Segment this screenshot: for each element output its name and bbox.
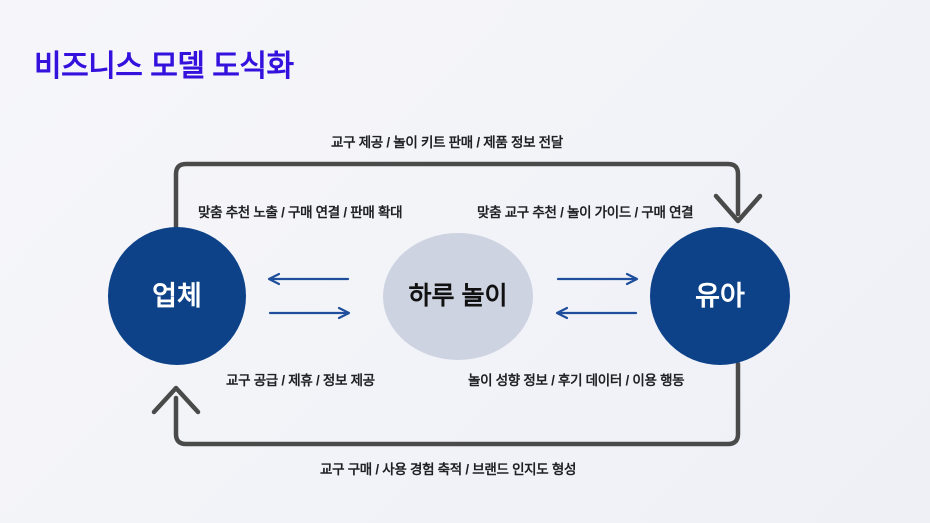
edge-label-lower-left: 교구 공급 / 제휴 / 정보 제공 bbox=[226, 373, 375, 388]
child-to-platform-arrow bbox=[555, 306, 638, 320]
edge-label-bottom: 교구 구매 / 사용 경험 축적 / 브랜드 인지도 형성 bbox=[320, 462, 577, 477]
page-title: 비즈니스 모델 도식화 bbox=[34, 50, 294, 83]
node-child-label: 유아 bbox=[695, 280, 745, 311]
node-company-label: 업체 bbox=[152, 280, 202, 311]
node-platform[interactable]: 하루 놀이 bbox=[383, 233, 533, 360]
node-child[interactable]: 유아 bbox=[650, 227, 790, 365]
edge-label-upper-left: 맞춤 추천 노출 / 구매 연결 / 판매 확대 bbox=[198, 205, 403, 220]
platform-to-company-arrow bbox=[267, 272, 350, 286]
node-company[interactable]: 업체 bbox=[108, 227, 246, 365]
edge-label-upper-right: 맞춤 교구 추천 / 놀이 가이드 / 구매 연결 bbox=[477, 205, 694, 220]
node-platform-label: 하루 놀이 bbox=[408, 282, 508, 310]
company-to-platform-arrow bbox=[268, 306, 351, 320]
edge-label-lower-right: 놀이 성향 정보 / 후기 데이터 / 이용 행동 bbox=[468, 373, 685, 388]
edge-label-top: 교구 제공 / 놀이 키트 판매 / 제품 정보 전달 bbox=[331, 135, 563, 150]
platform-to-child-arrow bbox=[556, 272, 639, 286]
